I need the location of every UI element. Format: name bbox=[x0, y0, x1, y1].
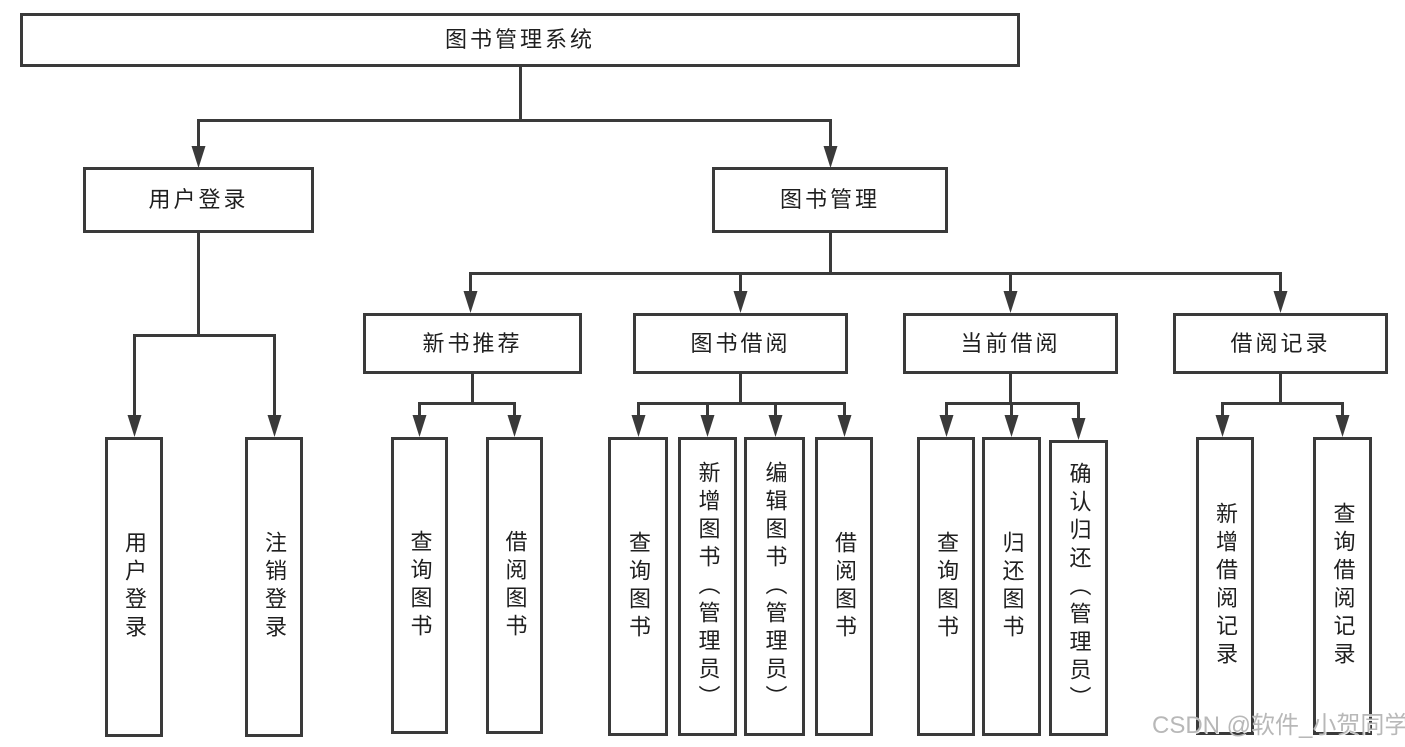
node-label: 当前借阅 bbox=[960, 330, 1061, 356]
watermark: CSDN @软件_小贺同学 bbox=[1152, 712, 1405, 739]
node-borrow-books-1: 借阅图书 bbox=[486, 437, 543, 734]
arrowheads bbox=[127, 146, 1350, 440]
node-label: 新增图书（管理员） bbox=[695, 460, 721, 713]
node-borrow-books-2: 借阅图书 bbox=[815, 437, 873, 736]
node-label: 图书管理 bbox=[779, 187, 880, 212]
node-label: 用户登录 bbox=[122, 531, 147, 643]
node-add-book-admin: 新增图书（管理员） bbox=[678, 437, 737, 736]
node-new-book-recommend: 新书推荐 bbox=[363, 313, 582, 374]
node-edit-book-admin: 编辑图书（管理员） bbox=[744, 437, 805, 736]
node-logout: 注销登录 bbox=[245, 437, 303, 737]
node-label: 归还图书 bbox=[999, 530, 1025, 643]
node-return-book: 归还图书 bbox=[982, 437, 1041, 736]
node-label: 查询图书 bbox=[626, 530, 651, 643]
node-label: 新书推荐 bbox=[422, 330, 523, 356]
node-label: 借阅记录 bbox=[1230, 330, 1331, 356]
node-label: 查询图书 bbox=[407, 529, 433, 642]
node-query-books-2: 查询图书 bbox=[608, 437, 668, 736]
node-query-books-1: 查询图书 bbox=[391, 437, 448, 734]
node-borrowing-records: 借阅记录 bbox=[1173, 313, 1388, 374]
edge-segments bbox=[133, 67, 1344, 419]
node-label: 确认归还（管理员） bbox=[1066, 462, 1092, 714]
node-label: 查询图书 bbox=[934, 530, 959, 643]
node-add-borrow-record: 新增借阅记录 bbox=[1196, 437, 1254, 735]
node-query-books-3: 查询图书 bbox=[917, 437, 975, 736]
node-label: 图书借阅 bbox=[690, 330, 791, 356]
node-label: 用户登录 bbox=[148, 187, 249, 212]
node-root: 图书管理系统 bbox=[20, 13, 1020, 67]
node-user-login-module: 用户登录 bbox=[83, 167, 314, 233]
node-book-management-module: 图书管理 bbox=[712, 167, 948, 233]
node-label: 借阅图书 bbox=[502, 529, 528, 642]
node-label: 借阅图书 bbox=[832, 530, 857, 643]
node-label: 查询借阅记录 bbox=[1330, 502, 1356, 670]
node-query-borrow-record: 查询借阅记录 bbox=[1313, 437, 1372, 735]
node-current-borrowing: 当前借阅 bbox=[903, 313, 1118, 374]
node-label: 图书管理系统 bbox=[444, 27, 595, 52]
node-confirm-return-admin: 确认归还（管理员） bbox=[1049, 440, 1108, 736]
node-label: 新增借阅记录 bbox=[1213, 502, 1238, 670]
node-book-borrowing: 图书借阅 bbox=[633, 313, 848, 374]
node-user-login-leaf: 用户登录 bbox=[105, 437, 163, 737]
node-label: 编辑图书（管理员） bbox=[762, 460, 788, 713]
tree-edges bbox=[127, 67, 1350, 440]
node-label: 注销登录 bbox=[262, 531, 287, 643]
